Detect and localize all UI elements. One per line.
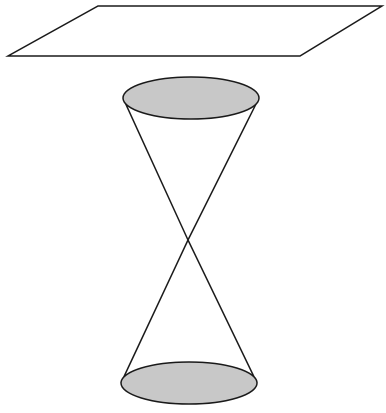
upper-nappe-left-generator bbox=[122, 97, 189, 241]
upper-nappe-right-generator bbox=[187, 97, 260, 241]
plane bbox=[5, 5, 385, 57]
lower-nappe-base bbox=[120, 361, 258, 405]
lower-nappe-right-generator bbox=[187, 239, 258, 384]
lower-nappe-left-generator bbox=[120, 239, 189, 384]
upper-nappe-base bbox=[122, 76, 260, 120]
